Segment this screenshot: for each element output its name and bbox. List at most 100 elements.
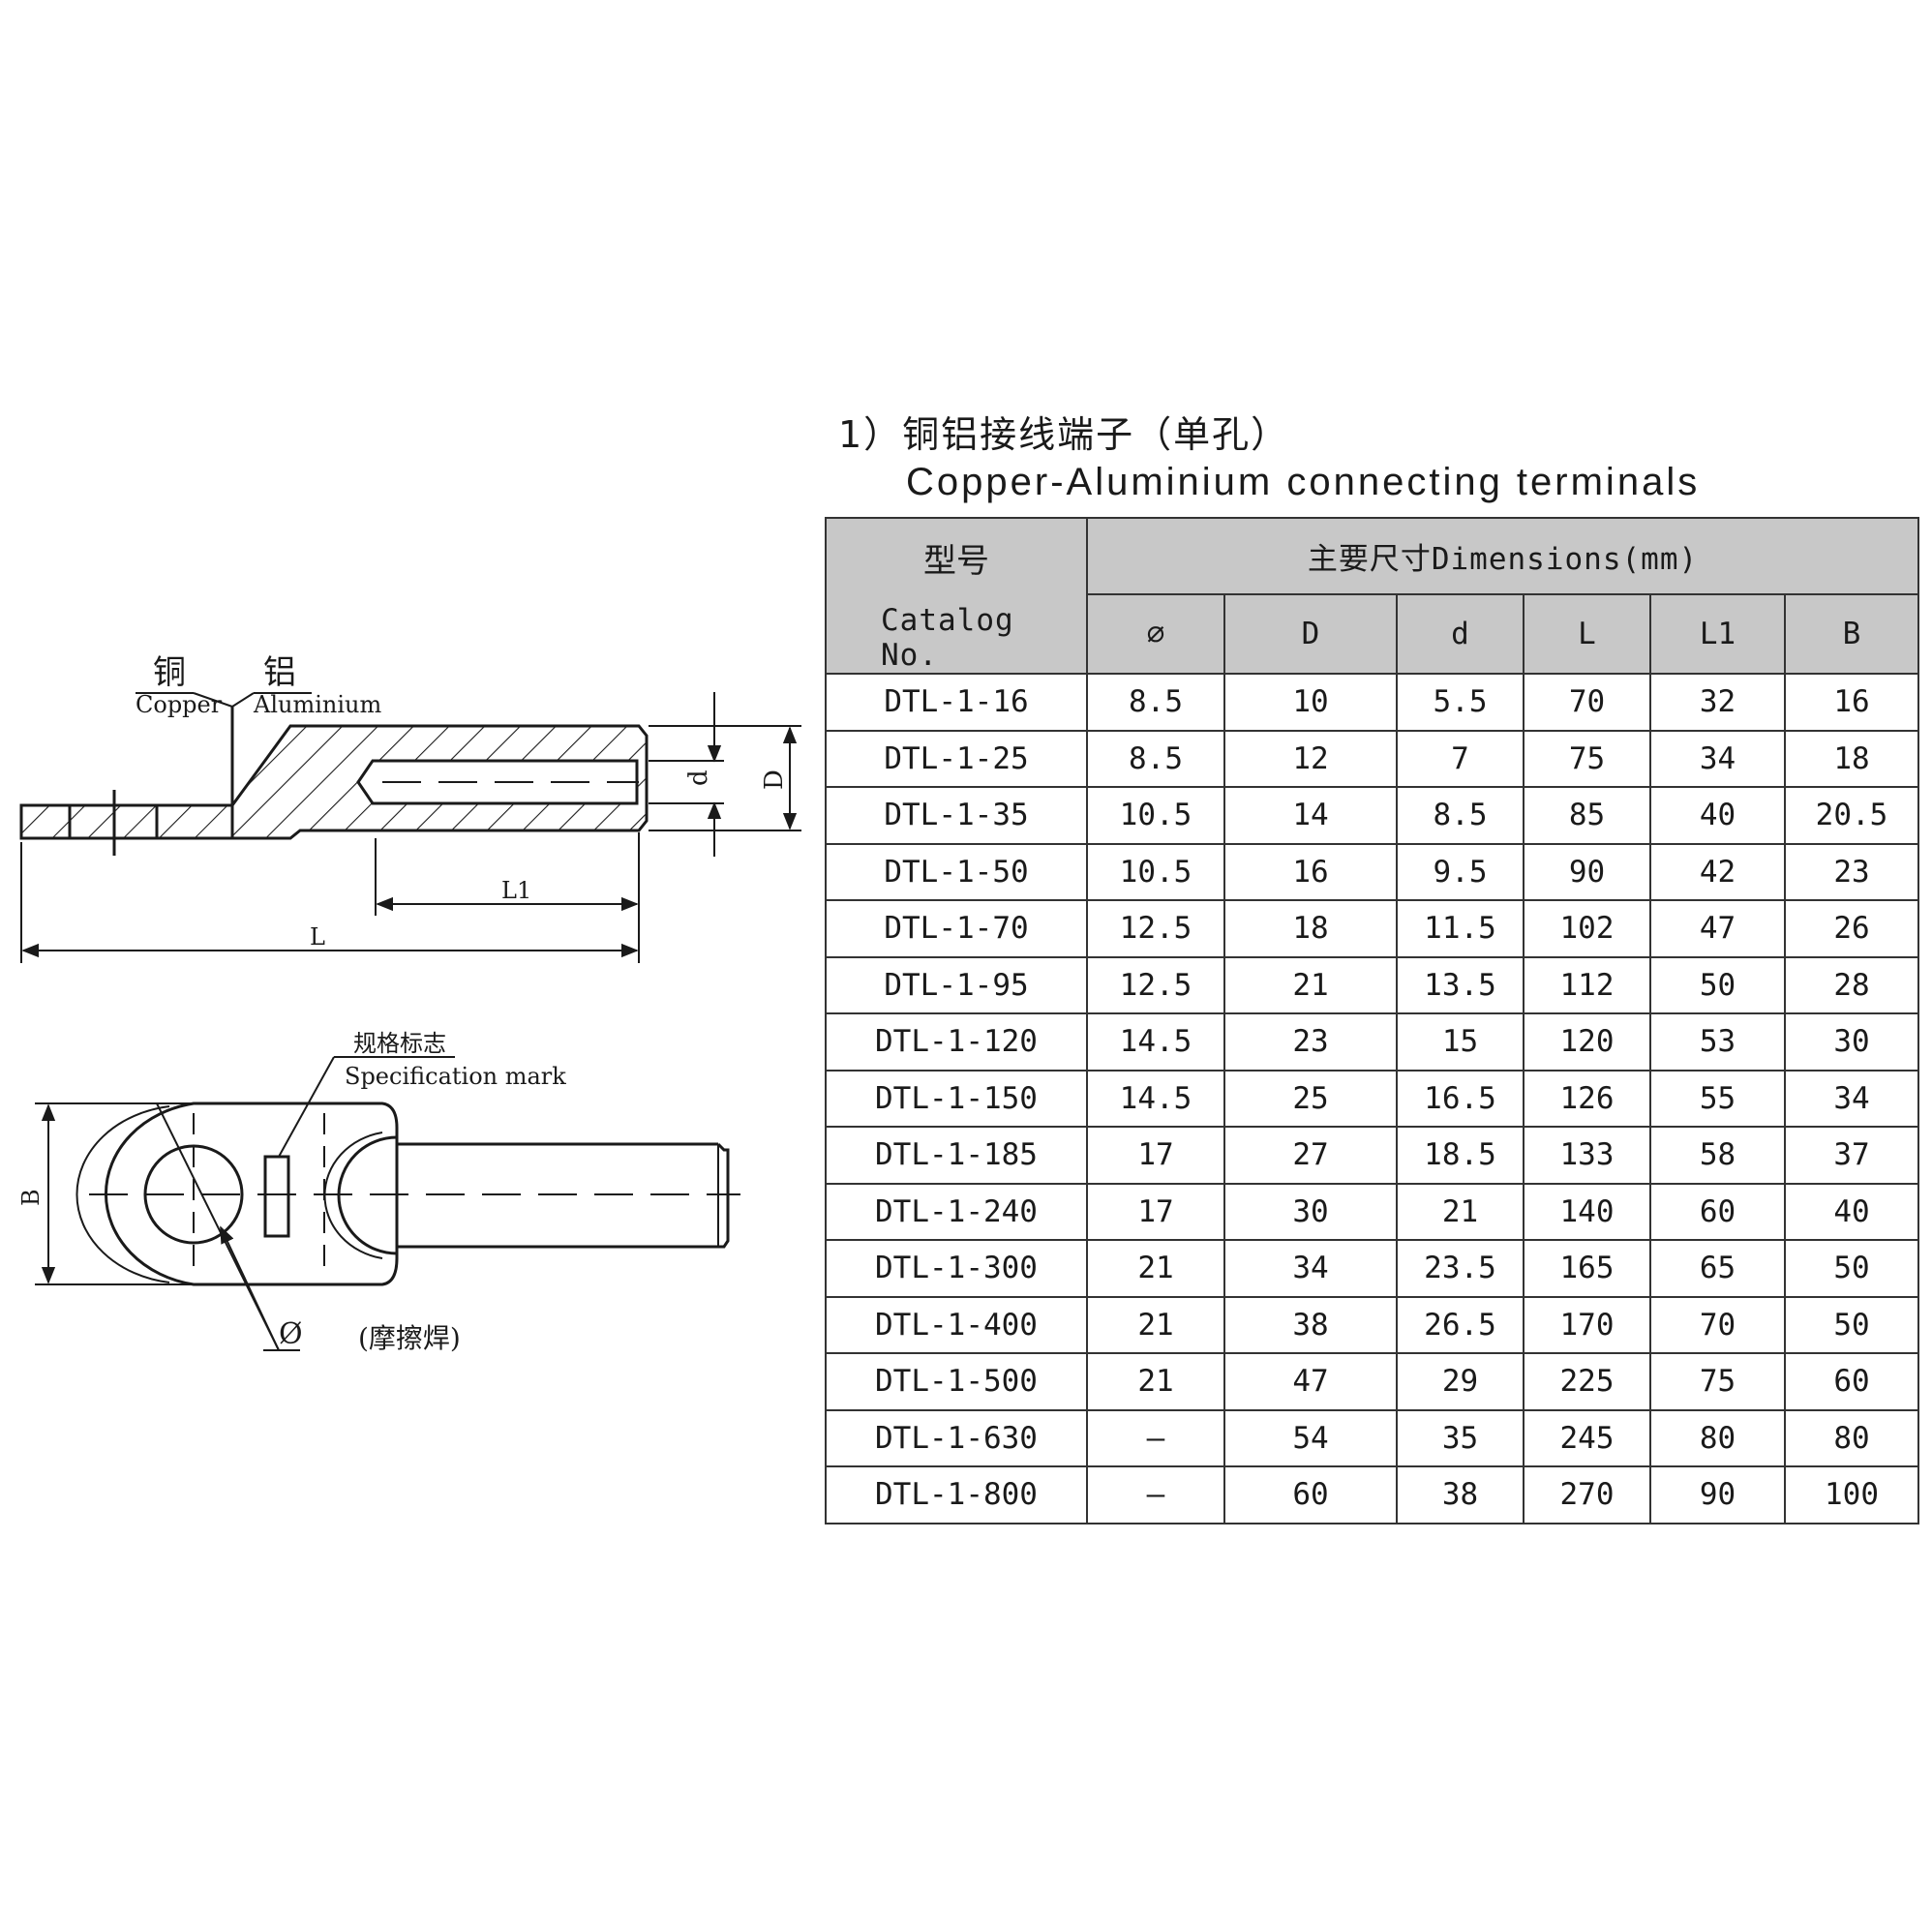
dim-cell-D: 34 [1223,1239,1398,1298]
spec-mark [263,1155,290,1238]
title-block: 1）铜铝接线端子（单孔） Copper-Aluminium connecting… [838,410,1913,505]
catalog-header-cn: 型号 [923,542,989,581]
catalog-cell: DTL-1-500 [825,1352,1088,1411]
dim-cell-B: 60 [1783,1352,1920,1411]
dim-cell-d: 35 [1396,1408,1524,1467]
dim-cell-B: 30 [1783,1012,1920,1072]
dim-cell-phi: 21 [1086,1352,1225,1411]
dim-cell-D: 60 [1223,1465,1398,1524]
catalog-cell: DTL-1-25 [825,729,1088,788]
dim-cell-B: 80 [1783,1408,1920,1467]
dim-cell-phi: 10.5 [1086,842,1225,901]
side-section-view [19,692,801,963]
dim-cell-B: 28 [1783,955,1920,1014]
dim-cell-L: 245 [1523,1408,1651,1467]
dim-cell-phi: 21 [1086,1239,1225,1298]
dim-cell-D: 54 [1223,1408,1398,1467]
col-header-L: L [1523,593,1651,675]
catalog-header-en: Catalog No. [881,603,1014,673]
dim-cell-L: 90 [1523,842,1651,901]
dim-cell-L: 85 [1523,786,1651,845]
dim-cell-d: 7 [1396,729,1524,788]
dim-cell-phi: 10.5 [1086,786,1225,845]
dim-cell-d: 8.5 [1396,786,1524,845]
dim-cell-L: 126 [1523,1069,1651,1128]
dim-cell-phi: 17 [1086,1182,1225,1241]
dim-cell-phi: 17 [1086,1126,1225,1185]
dim-cell-D: 21 [1223,955,1398,1014]
dim-cell-L1: 40 [1649,786,1786,845]
copper-palm [19,803,234,840]
dim-cell-B: 50 [1783,1239,1920,1298]
dim-cell-L1: 80 [1649,1408,1786,1467]
catalog-cell: DTL-1-300 [825,1239,1088,1298]
dim-cell-D: 18 [1223,899,1398,958]
catalog-cell: DTL-1-630 [825,1408,1088,1467]
label-dim-L: L [310,923,325,951]
dim-cell-L1: 53 [1649,1012,1786,1072]
dim-cell-L: 170 [1523,1295,1651,1354]
dim-cell-d: 5.5 [1396,673,1524,732]
label-phi: Ø [279,1317,303,1351]
dim-cell-L1: 65 [1649,1239,1786,1298]
dim-cell-D: 30 [1223,1182,1398,1241]
label-aluminium-en: Aluminium [253,691,381,718]
dim-cell-d: 26.5 [1396,1295,1524,1354]
label-dim-L1: L1 [501,877,531,904]
dim-cell-L: 225 [1523,1352,1651,1411]
dim-cell-L1: 75 [1649,1352,1786,1411]
dimensions-header: 主要尺寸Dimensions(mm) [1085,516,1920,596]
dim-cell-L: 112 [1523,955,1651,1014]
dim-cell-d: 38 [1396,1465,1524,1524]
dim-cell-phi: 8.5 [1086,673,1225,732]
col-header-L1: L1 [1649,593,1786,675]
dim-cell-L1: 32 [1649,673,1786,732]
dim-cell-L1: 50 [1649,955,1786,1014]
dim-cell-d: 21 [1396,1182,1524,1241]
dim-cell-L: 140 [1523,1182,1651,1241]
dim-cell-D: 12 [1223,729,1398,788]
label-copper-cn: 铜 [153,653,186,692]
dim-cell-B: 40 [1783,1182,1920,1241]
dim-cell-B: 50 [1783,1295,1920,1354]
dim-cell-L1: 55 [1649,1069,1786,1128]
col-header-phi: ⌀ [1086,593,1225,675]
dim-cell-B: 26 [1783,899,1920,958]
dim-cell-phi: 12.5 [1086,955,1225,1014]
dim-cell-d: 18.5 [1396,1126,1524,1185]
dim-cell-phi: 14.5 [1086,1012,1225,1072]
dim-cell-B: 18 [1783,729,1920,788]
catalog-cell: DTL-1-70 [825,899,1088,958]
dim-cell-D: 47 [1223,1352,1398,1411]
dim-cell-B: 37 [1783,1126,1920,1185]
dim-cell-L: 102 [1523,899,1651,958]
dim-cell-L: 165 [1523,1239,1651,1298]
dim-cell-d: 9.5 [1396,842,1524,901]
dim-cell-L: 120 [1523,1012,1651,1072]
dim-cell-L1: 70 [1649,1295,1786,1354]
label-dim-B: B [17,1189,45,1206]
dim-cell-L1: 90 [1649,1465,1786,1524]
dim-cell-phi: 8.5 [1086,729,1225,788]
catalog-cell: DTL-1-120 [825,1012,1088,1072]
dim-cell-L: 270 [1523,1465,1651,1524]
dim-cell-L1: 58 [1649,1126,1786,1185]
catalog-cell: DTL-1-50 [825,842,1088,901]
dim-cell-L1: 34 [1649,729,1786,788]
label-dim-D: D [760,770,789,790]
dim-cell-L1: 42 [1649,842,1786,901]
dim-cell-d: 16.5 [1396,1069,1524,1128]
dim-cell-d: 13.5 [1396,955,1524,1014]
dim-cell-D: 14 [1223,786,1398,845]
